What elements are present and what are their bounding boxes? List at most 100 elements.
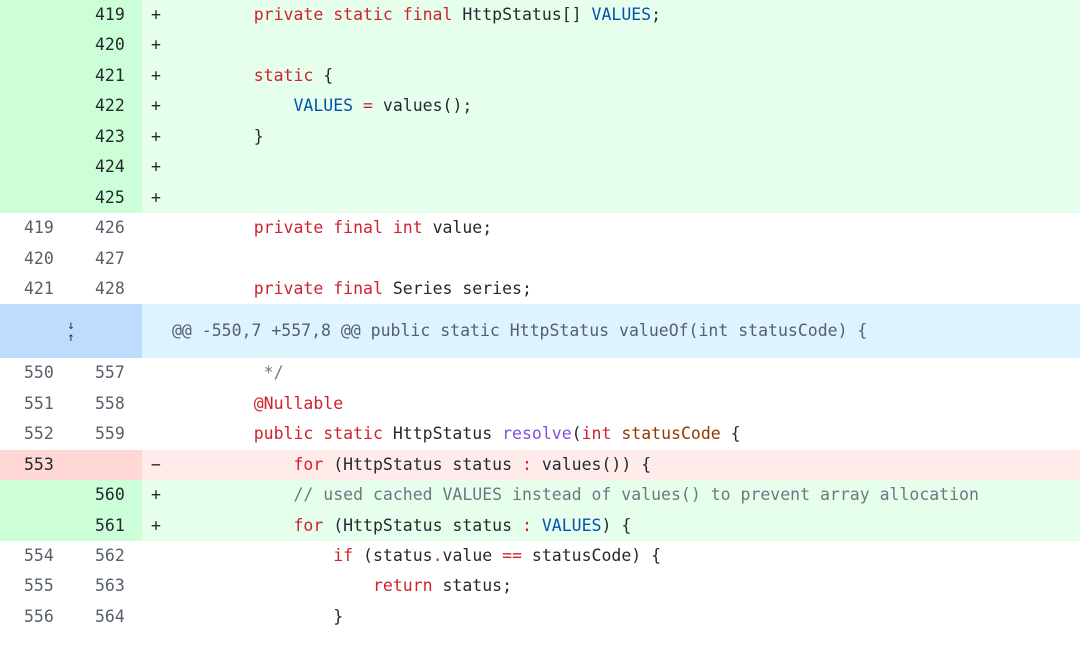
hunk-header-text: @@ -550,7 +557,8 @@ public static HttpSt…: [142, 304, 1080, 359]
code-token: values()) {: [531, 454, 652, 474]
expand-down-icon: ↓: [67, 318, 75, 333]
diff-marker: +: [142, 91, 214, 122]
old-line-number[interactable]: [0, 0, 71, 31]
new-line-number[interactable]: 426: [95, 218, 125, 238]
new-line-number[interactable]: 562: [95, 546, 125, 565]
old-line-number[interactable]: [0, 510, 71, 541]
code-token: (HttpStatus status: [323, 454, 522, 474]
old-line-number[interactable]: 553: [0, 449, 71, 481]
old-line-number[interactable]: [0, 30, 71, 61]
old-line-number[interactable]: [0, 91, 71, 122]
code-line: [214, 244, 1080, 274]
new-line-number[interactable]: 560: [71, 480, 142, 511]
new-line-number[interactable]: 423: [71, 121, 142, 153]
diff-line: 425+: [0, 182, 1080, 214]
code-token: value;: [432, 218, 493, 238]
old-line-number[interactable]: [0, 152, 71, 183]
expand-lines-button[interactable]: ↓↑: [0, 304, 142, 359]
code-token: HttpStatus[]: [462, 5, 592, 24]
code-token: [214, 5, 254, 24]
diff-marker: [142, 274, 214, 304]
old-line-number[interactable]: 550: [24, 363, 54, 383]
code-token: {: [313, 65, 334, 85]
diff-line: 553− for (HttpStatus status : values()) …: [0, 449, 1080, 481]
diff-marker: +: [142, 0, 214, 31]
code-token: resolve: [502, 424, 572, 444]
diff-line: 550 557 */: [0, 358, 1080, 388]
new-line-number[interactable]: 422: [71, 91, 142, 122]
new-line-number[interactable]: 424: [71, 152, 142, 183]
code-token: [214, 485, 293, 504]
code-token: [214, 516, 293, 535]
diff-marker: +: [142, 152, 214, 183]
diff-line: 560+ // used cached VALUES instead of va…: [0, 480, 1080, 511]
new-line-number[interactable]: 563: [95, 576, 125, 596]
old-line-number[interactable]: 552: [24, 424, 54, 444]
code-line: public static HttpStatus resolve(int sta…: [214, 419, 1080, 449]
code-token: private final: [253, 278, 393, 298]
diff-line: 420+: [0, 30, 1080, 61]
code-line: return status;: [214, 571, 1080, 601]
new-line-number[interactable]: 420: [71, 30, 142, 61]
code-line: }: [214, 121, 1080, 153]
code-token: {: [720, 424, 741, 444]
diff-line: 421+ static {: [0, 60, 1080, 92]
code-token: VALUES: [293, 96, 354, 116]
diff-marker: [142, 602, 214, 632]
diff-marker: +: [142, 60, 214, 92]
old-line-number[interactable]: [0, 480, 71, 511]
code-line: }: [214, 602, 1080, 632]
old-line-number[interactable]: [0, 182, 71, 214]
diff-marker: [142, 571, 214, 601]
code-token: [214, 455, 293, 474]
code-token: value: [442, 546, 503, 565]
new-line-number[interactable]: 557: [95, 363, 125, 383]
code-line: @Nullable: [214, 389, 1080, 419]
diff-marker: [142, 389, 214, 419]
new-line-number[interactable]: 559: [95, 424, 125, 444]
diff-line: 423+ }: [0, 121, 1080, 153]
new-line-number[interactable]: 427: [95, 248, 125, 268]
old-line-number[interactable]: 551: [24, 393, 54, 413]
old-line-number[interactable]: 420: [24, 248, 54, 268]
diff-line: 420 427: [0, 244, 1080, 274]
code-token: VALUES: [591, 5, 652, 24]
code-token: }: [214, 126, 264, 146]
diff-marker: +: [142, 30, 214, 61]
code-token: for: [293, 454, 324, 474]
code-token: :: [521, 515, 532, 535]
new-line-number[interactable]: 564: [95, 606, 125, 626]
code-token: ==: [502, 546, 522, 565]
new-line-number[interactable]: [71, 449, 142, 481]
code-token: [214, 424, 254, 443]
diff-line: 552 559 public static HttpStatus resolve(…: [0, 419, 1080, 449]
code-line: // used cached VALUES instead of values(…: [214, 480, 1080, 511]
code-token: */: [214, 363, 284, 383]
old-line-number[interactable]: 555: [24, 576, 54, 596]
new-line-number[interactable]: 419: [71, 0, 142, 31]
old-line-number[interactable]: [0, 60, 71, 92]
new-line-number[interactable]: 561: [71, 510, 142, 541]
diff-line: 421 428 private final Series series;: [0, 274, 1080, 304]
code-token: // used cached VALUES instead of values(…: [293, 485, 979, 505]
code-token: .: [432, 546, 443, 565]
old-line-number[interactable]: 554: [24, 546, 54, 565]
code-token: [214, 546, 333, 565]
old-line-number[interactable]: 556: [24, 606, 54, 626]
diff-line: 422+ VALUES = values();: [0, 91, 1080, 122]
old-line-number[interactable]: 421: [24, 278, 54, 298]
new-line-number[interactable]: 428: [95, 278, 125, 298]
code-line: private final Series series;: [214, 274, 1080, 304]
old-line-number[interactable]: [0, 121, 71, 153]
code-token: [353, 96, 363, 115]
diff-marker: [142, 213, 214, 243]
code-token: }: [214, 606, 344, 626]
old-line-number[interactable]: 419: [24, 218, 54, 238]
new-line-number[interactable]: 421: [71, 60, 142, 92]
diff-marker: +: [142, 510, 214, 541]
diff-view: 419+ private static final HttpStatus[] V…: [0, 0, 1080, 632]
code-token: [532, 516, 542, 535]
code-token: ) {: [601, 515, 632, 535]
new-line-number[interactable]: 425: [71, 182, 142, 214]
new-line-number[interactable]: 558: [95, 393, 125, 413]
